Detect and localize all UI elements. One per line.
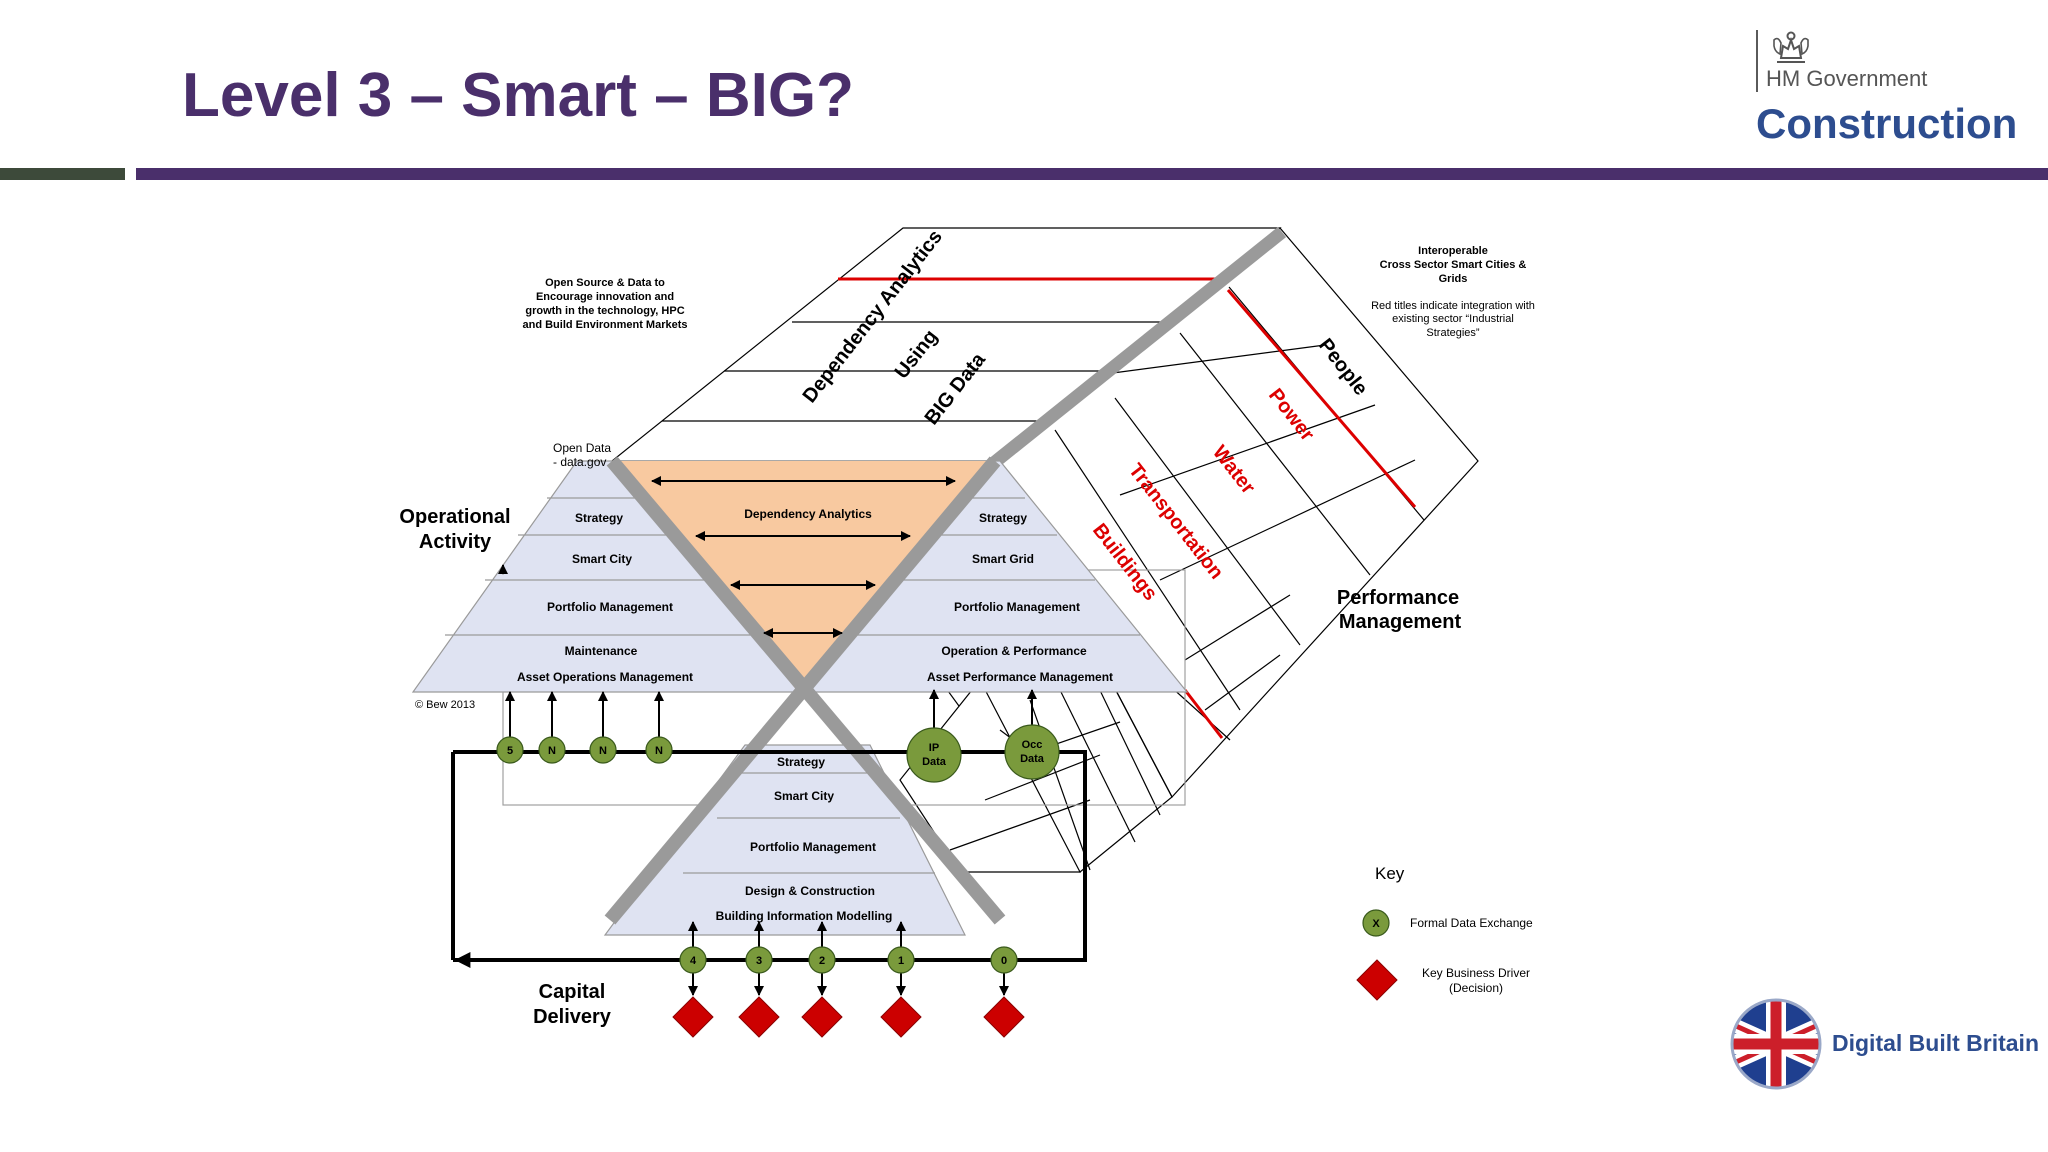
node-circle xyxy=(887,946,915,974)
performance-management-line2: Management xyxy=(1339,611,1462,633)
red-titles-note-3: Strategies” xyxy=(1426,327,1480,339)
key-node-icon xyxy=(1362,909,1390,937)
copyright: © Bew 2013 xyxy=(415,699,475,711)
decision-diamond xyxy=(738,996,780,1038)
interop-note-3: Grids xyxy=(1439,273,1468,285)
capital-delivery-line1: Capital xyxy=(539,981,606,1003)
right-layer-asset-perf: Asset Performance Management xyxy=(927,670,1113,684)
center-label: Dependency Analytics xyxy=(744,507,872,521)
node-circle xyxy=(990,946,1018,974)
bottom-layer-bim: Building Information Modelling xyxy=(716,909,893,923)
digital-built-britain-logo: Digital Built Britain xyxy=(1728,990,2048,1100)
open-source-note-2: Encourage innovation and xyxy=(536,291,674,303)
center-triangle xyxy=(612,461,995,692)
digital-built-britain-label: Digital Built Britain xyxy=(1832,1030,2039,1056)
key-diamond-icon xyxy=(1356,959,1398,1001)
node-circle xyxy=(808,946,836,974)
bottom-nodes: 4 3 2 1 0 xyxy=(679,946,1018,974)
bottom-layer-portfolio: Portfolio Management xyxy=(750,840,876,854)
open-source-note-3: growth in the technology, HPC xyxy=(525,305,684,317)
ip-data-node xyxy=(906,727,962,783)
bottom-layer-strategy: Strategy xyxy=(777,755,825,769)
node-circle xyxy=(679,946,707,974)
bottom-layer-smart-city: Smart City xyxy=(774,789,834,803)
decision-diamond xyxy=(672,996,714,1038)
left-layer-smart-city: Smart City xyxy=(572,552,632,566)
capital-delivery-line2: Delivery xyxy=(533,1006,612,1028)
logo-rule xyxy=(1756,30,1758,92)
open-source-note-1: Open Source & Data to xyxy=(545,277,665,289)
node-label: 5 xyxy=(507,745,513,757)
right-layer-strategy: Strategy xyxy=(979,511,1027,525)
left-layer-maintenance: Maintenance xyxy=(565,644,638,658)
construction-label: Construction xyxy=(1756,100,2018,147)
red-titles-note-1: Red titles indicate integration with xyxy=(1371,300,1535,312)
decision-diamond xyxy=(801,996,843,1038)
left-layer-portfolio: Portfolio Management xyxy=(547,600,673,614)
node-label: N xyxy=(599,745,607,757)
slide-title: Level 3 – Smart – BIG? xyxy=(182,61,854,130)
key-driver-line1: Key Business Driver xyxy=(1422,966,1530,980)
right-layer-operation: Operation & Performance xyxy=(941,644,1087,658)
ip-data-line2: Data xyxy=(922,756,947,768)
node-label: 0 xyxy=(1001,955,1007,967)
diagonal-bar xyxy=(604,456,1001,925)
key-title: Key xyxy=(1375,864,1405,883)
node-label: 3 xyxy=(756,955,762,967)
node-label: 1 xyxy=(898,955,904,967)
top-nodes: 5 N N N IP Data Occ Data xyxy=(496,724,1060,783)
node-label: 2 xyxy=(819,955,825,967)
upward-arrows xyxy=(498,564,1037,738)
open-data-line2: - data.gov xyxy=(553,455,606,469)
header-bar-left xyxy=(0,168,125,180)
left-layer-strategy: Strategy xyxy=(575,511,623,525)
union-flag-globe-icon xyxy=(1730,998,1822,1090)
open-data-line1: Open Data xyxy=(553,441,611,455)
sector-red-line xyxy=(1183,689,1224,739)
decision-diamond xyxy=(983,996,1025,1038)
interop-note-1: Interoperable xyxy=(1418,245,1488,257)
node-circle xyxy=(645,736,673,764)
hm-government-logo: HM Government Construction xyxy=(1752,24,2022,154)
key-node-letter: X xyxy=(1372,918,1380,930)
performance-management-line1: Performance xyxy=(1337,587,1459,609)
node-circle xyxy=(589,736,617,764)
key-legend: Key X Formal Data Exchange Key Business … xyxy=(1356,864,1533,1001)
right-layer-portfolio: Portfolio Management xyxy=(954,600,1080,614)
header-bar xyxy=(136,168,2048,180)
interop-note-2: Cross Sector Smart Cities & xyxy=(1380,259,1527,271)
operational-activity-line1: Operational xyxy=(399,506,510,528)
key-formal-label: Formal Data Exchange xyxy=(1410,916,1533,930)
node-label: N xyxy=(655,745,663,757)
bottom-layer-design: Design & Construction xyxy=(745,884,875,898)
occ-data-node xyxy=(1004,724,1060,780)
operational-activity-line2: Activity xyxy=(419,531,492,553)
sector-red-line xyxy=(1226,289,1417,508)
big-data-plane: Dependency Analytics Using BIG Data xyxy=(610,226,1287,476)
node-circle xyxy=(538,736,566,764)
node-circle xyxy=(496,736,524,764)
royal-crest-icon xyxy=(1773,31,1809,63)
red-titles-note-2: existing sector “Industrial xyxy=(1392,313,1514,325)
node-label: 4 xyxy=(690,955,697,967)
occ-data-line2: Data xyxy=(1020,753,1045,765)
node-label: N xyxy=(548,745,556,757)
left-layer-asset-ops: Asset Operations Management xyxy=(517,670,693,684)
bottom-up-arrows xyxy=(688,921,1009,996)
decision-diamond xyxy=(880,996,922,1038)
dependency-arrows xyxy=(651,476,956,638)
ip-data-line1: IP xyxy=(929,742,939,754)
open-source-note-4: and Build Environment Markets xyxy=(522,319,687,331)
node-circle xyxy=(745,946,773,974)
right-layer-smart-grid: Smart Grid xyxy=(972,552,1034,566)
hm-government-label: HM Government xyxy=(1766,66,1928,91)
occ-data-line1: Occ xyxy=(1022,739,1043,751)
decision-diamonds xyxy=(672,996,1025,1038)
key-driver-line2: (Decision) xyxy=(1449,981,1503,995)
